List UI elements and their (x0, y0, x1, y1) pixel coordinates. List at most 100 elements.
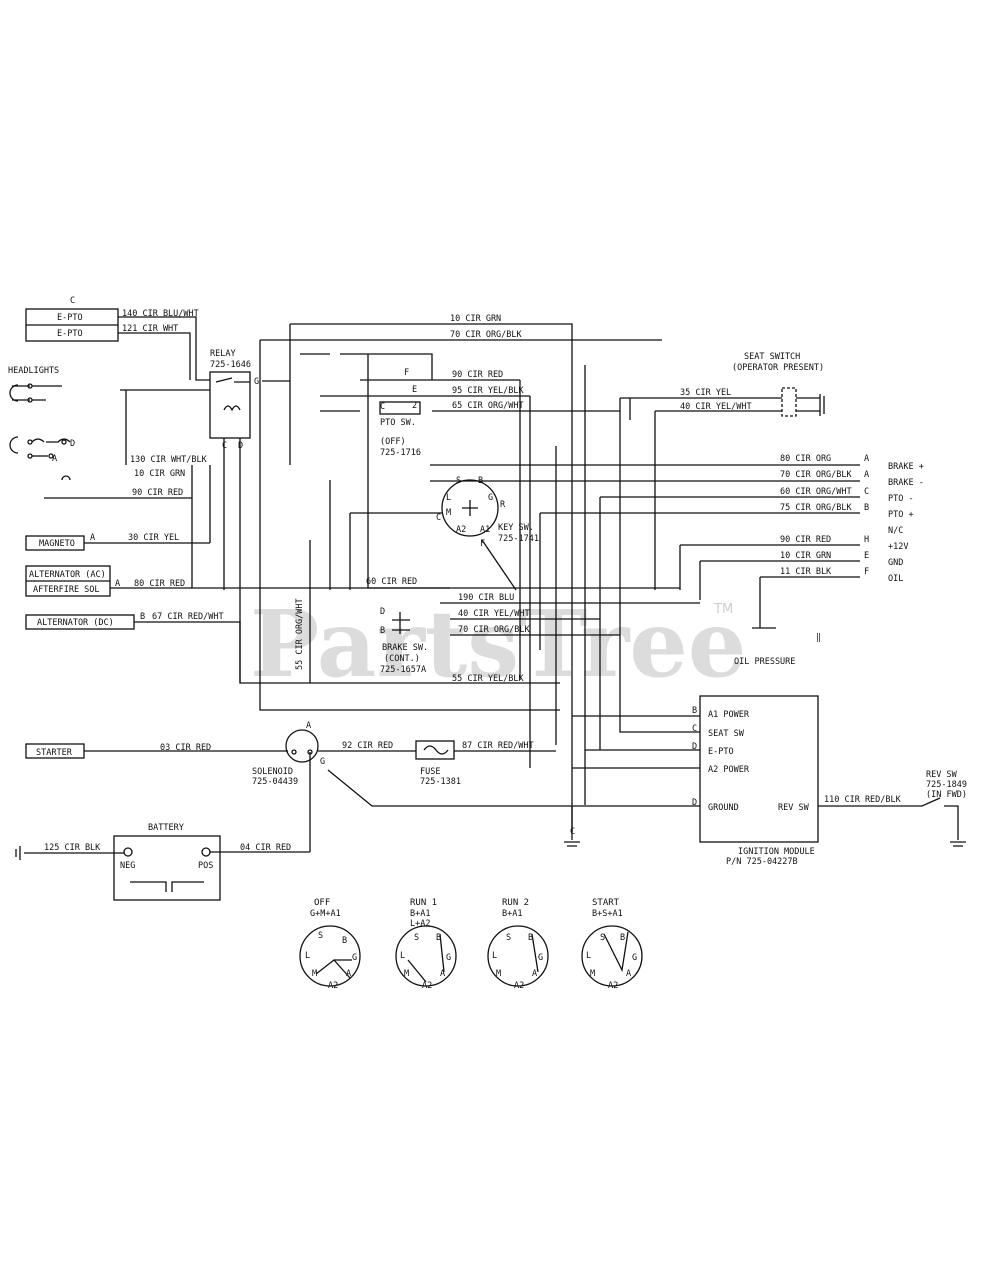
seat-switch-title: SEAT SWITCH (744, 352, 800, 362)
alternator-dc-box: ALTERNATOR (DC) (25, 614, 135, 630)
module-pin-d2: D (692, 798, 697, 808)
pto-pin-c: C (380, 402, 385, 412)
run2-m: M (496, 969, 501, 979)
key-pin-l: L (446, 493, 451, 503)
start-g: G (632, 953, 637, 963)
wire-label-40b: 40 CIR YEL/WHT (458, 609, 530, 619)
terminal-12v: +12V (888, 542, 908, 552)
brake-switch-title: BRAKE SW. (382, 643, 428, 653)
e-pto-connector: C E-PTO E-PTO (25, 296, 119, 342)
brake-switch-pn: 725-1657A (380, 665, 426, 675)
key-pin-a2: A2 (456, 525, 466, 535)
c-letter: C (70, 296, 75, 306)
wire-label-30: 30 CIR YEL (128, 533, 179, 543)
off-a2: A2 (328, 981, 338, 991)
pto-switch: F E 2 C PTO SW. (OFF) 725-1716 (360, 368, 432, 458)
run2-b: B (528, 933, 533, 943)
headlights-label: HEADLIGHTS (8, 366, 59, 376)
key-pin-c: C (436, 513, 441, 523)
headlight-pin-d: D (70, 439, 75, 449)
wire-label-10a: 10 CIR GRN (450, 314, 501, 324)
watermark-tm: TM (713, 602, 733, 617)
wire-label-65: 65 CIR ORG/WHT (452, 401, 524, 411)
right-letter-5: H (864, 535, 869, 545)
wire-label-90b: 90 CIR RED (132, 488, 183, 498)
fuse: FUSE 725-1381 (415, 740, 461, 787)
off-s: S (318, 931, 323, 941)
oil-pressure-label: OIL PRESSURE (734, 657, 795, 667)
right-wire-75: 75 CIR ORG/BLK (780, 503, 853, 513)
off-g: G (352, 953, 357, 963)
run1-b: B (436, 933, 441, 943)
right-wire-10: 10 CIR GRN (780, 551, 831, 561)
run2-a2: A2 (514, 981, 524, 991)
right-letter-6: E (864, 551, 869, 561)
solenoid: A G SOLENOID 725-04439 (252, 721, 325, 787)
run1-a1: A (440, 969, 445, 979)
pto-switch-pn: 725-1716 (380, 448, 421, 458)
key-pin-a1: A1 (480, 525, 490, 535)
wire-label-130: 130 CIR WHT/BLK (130, 455, 208, 465)
battery-pos: POS (198, 861, 213, 871)
wire-label-60: 60 CIR RED (366, 577, 417, 587)
fuse-pn: 725-1381 (420, 777, 461, 787)
key-switch-title: KEY SW. (498, 523, 534, 533)
relay-pn: 725-1646 (210, 360, 251, 370)
key-pos-run1-title: RUN 1 (410, 898, 437, 908)
start-b: B (620, 933, 625, 943)
key-switch-pn: 725-1741 (498, 534, 539, 544)
e-pto-label-1: E-PTO (57, 313, 83, 323)
rev-sw-title: REV SW (926, 770, 958, 780)
wire-label-10b: 10 CIR GRN (134, 469, 185, 479)
brake-pin-d: D (380, 607, 385, 617)
alternator-dc-label: ALTERNATOR (DC) (37, 618, 114, 628)
pto-pin-e: E (412, 385, 417, 395)
right-letter-2: A (864, 470, 869, 480)
headlight-icon-1 (9, 383, 62, 403)
headlight-pin-a: A (52, 454, 57, 464)
wire-label-90a: 90 CIR RED (452, 370, 503, 380)
wire-label-70a: 70 CIR ORG/BLK (450, 330, 523, 340)
key-switch: S B G A1 A2 M L C R F KEY SW. 725-1741 (436, 476, 539, 549)
terminal-brake-plus: BRAKE + (888, 462, 924, 472)
wire-label-110: 110 CIR RED/BLK (824, 795, 902, 805)
off-a1: A (346, 969, 351, 979)
wire-label-95: 95 CIR YEL/BLK (452, 386, 525, 396)
right-letter-1: A (864, 454, 869, 464)
run2-s: S (506, 933, 511, 943)
battery-label: BATTERY (148, 823, 184, 833)
solenoid-pn: 725-04439 (252, 777, 298, 787)
start-m: M (590, 969, 595, 979)
key-pos-off-sub: G+M+A1 (310, 909, 341, 919)
relay-pin-g: G (254, 377, 259, 387)
run2-l: L (492, 951, 497, 961)
afterfire-sol-label: AFTERFIRE SOL (33, 585, 100, 595)
wire-label-140: 140 CIR BLU/WHT (122, 309, 199, 319)
key-pos-off-title: OFF (314, 898, 330, 908)
magneto-label: MAGNETO (39, 539, 75, 549)
rev-sw-state: (IN FWD) (926, 790, 967, 800)
start-l: L (586, 951, 591, 961)
module-pin-d1: D (692, 742, 697, 752)
key-pin-g: G (488, 493, 493, 503)
key-position-off: OFF G+M+A1 S B L G M A A2 (299, 898, 361, 991)
watermark: PartsTree (250, 590, 746, 698)
right-wire-60: 60 CIR ORG/WHT (780, 487, 852, 497)
solenoid-title: SOLENOID (252, 767, 293, 777)
key-pin-f: F (480, 539, 485, 549)
relay: RELAY 725-1646 G C D (209, 349, 259, 451)
key-pos-run1-sub: B+A1 (410, 909, 430, 919)
key-pos-start-title: START (592, 898, 620, 908)
wire-label-04: 04 CIR RED (240, 843, 291, 853)
module-pn: P/N 725-04227B (726, 857, 798, 867)
pto-pin-f: F (404, 368, 409, 378)
right-connector: 80 CIR ORG 70 CIR ORG/BLK 60 CIR ORG/WHT… (430, 454, 924, 584)
module-ground: GROUND (708, 803, 739, 813)
alternator-ac-box: ALTERNATOR (AC) AFTERFIRE SOL (25, 565, 111, 597)
run1-a2: A2 (422, 981, 432, 991)
run1-g: G (446, 953, 451, 963)
ignition-module: A1 POWER SEAT SW E-PTO A2 POWER GROUND R… (692, 695, 819, 867)
right-wire-11: 11 CIR BLK (780, 567, 832, 577)
seat-switch-state: (OPERATOR PRESENT) (732, 363, 824, 373)
